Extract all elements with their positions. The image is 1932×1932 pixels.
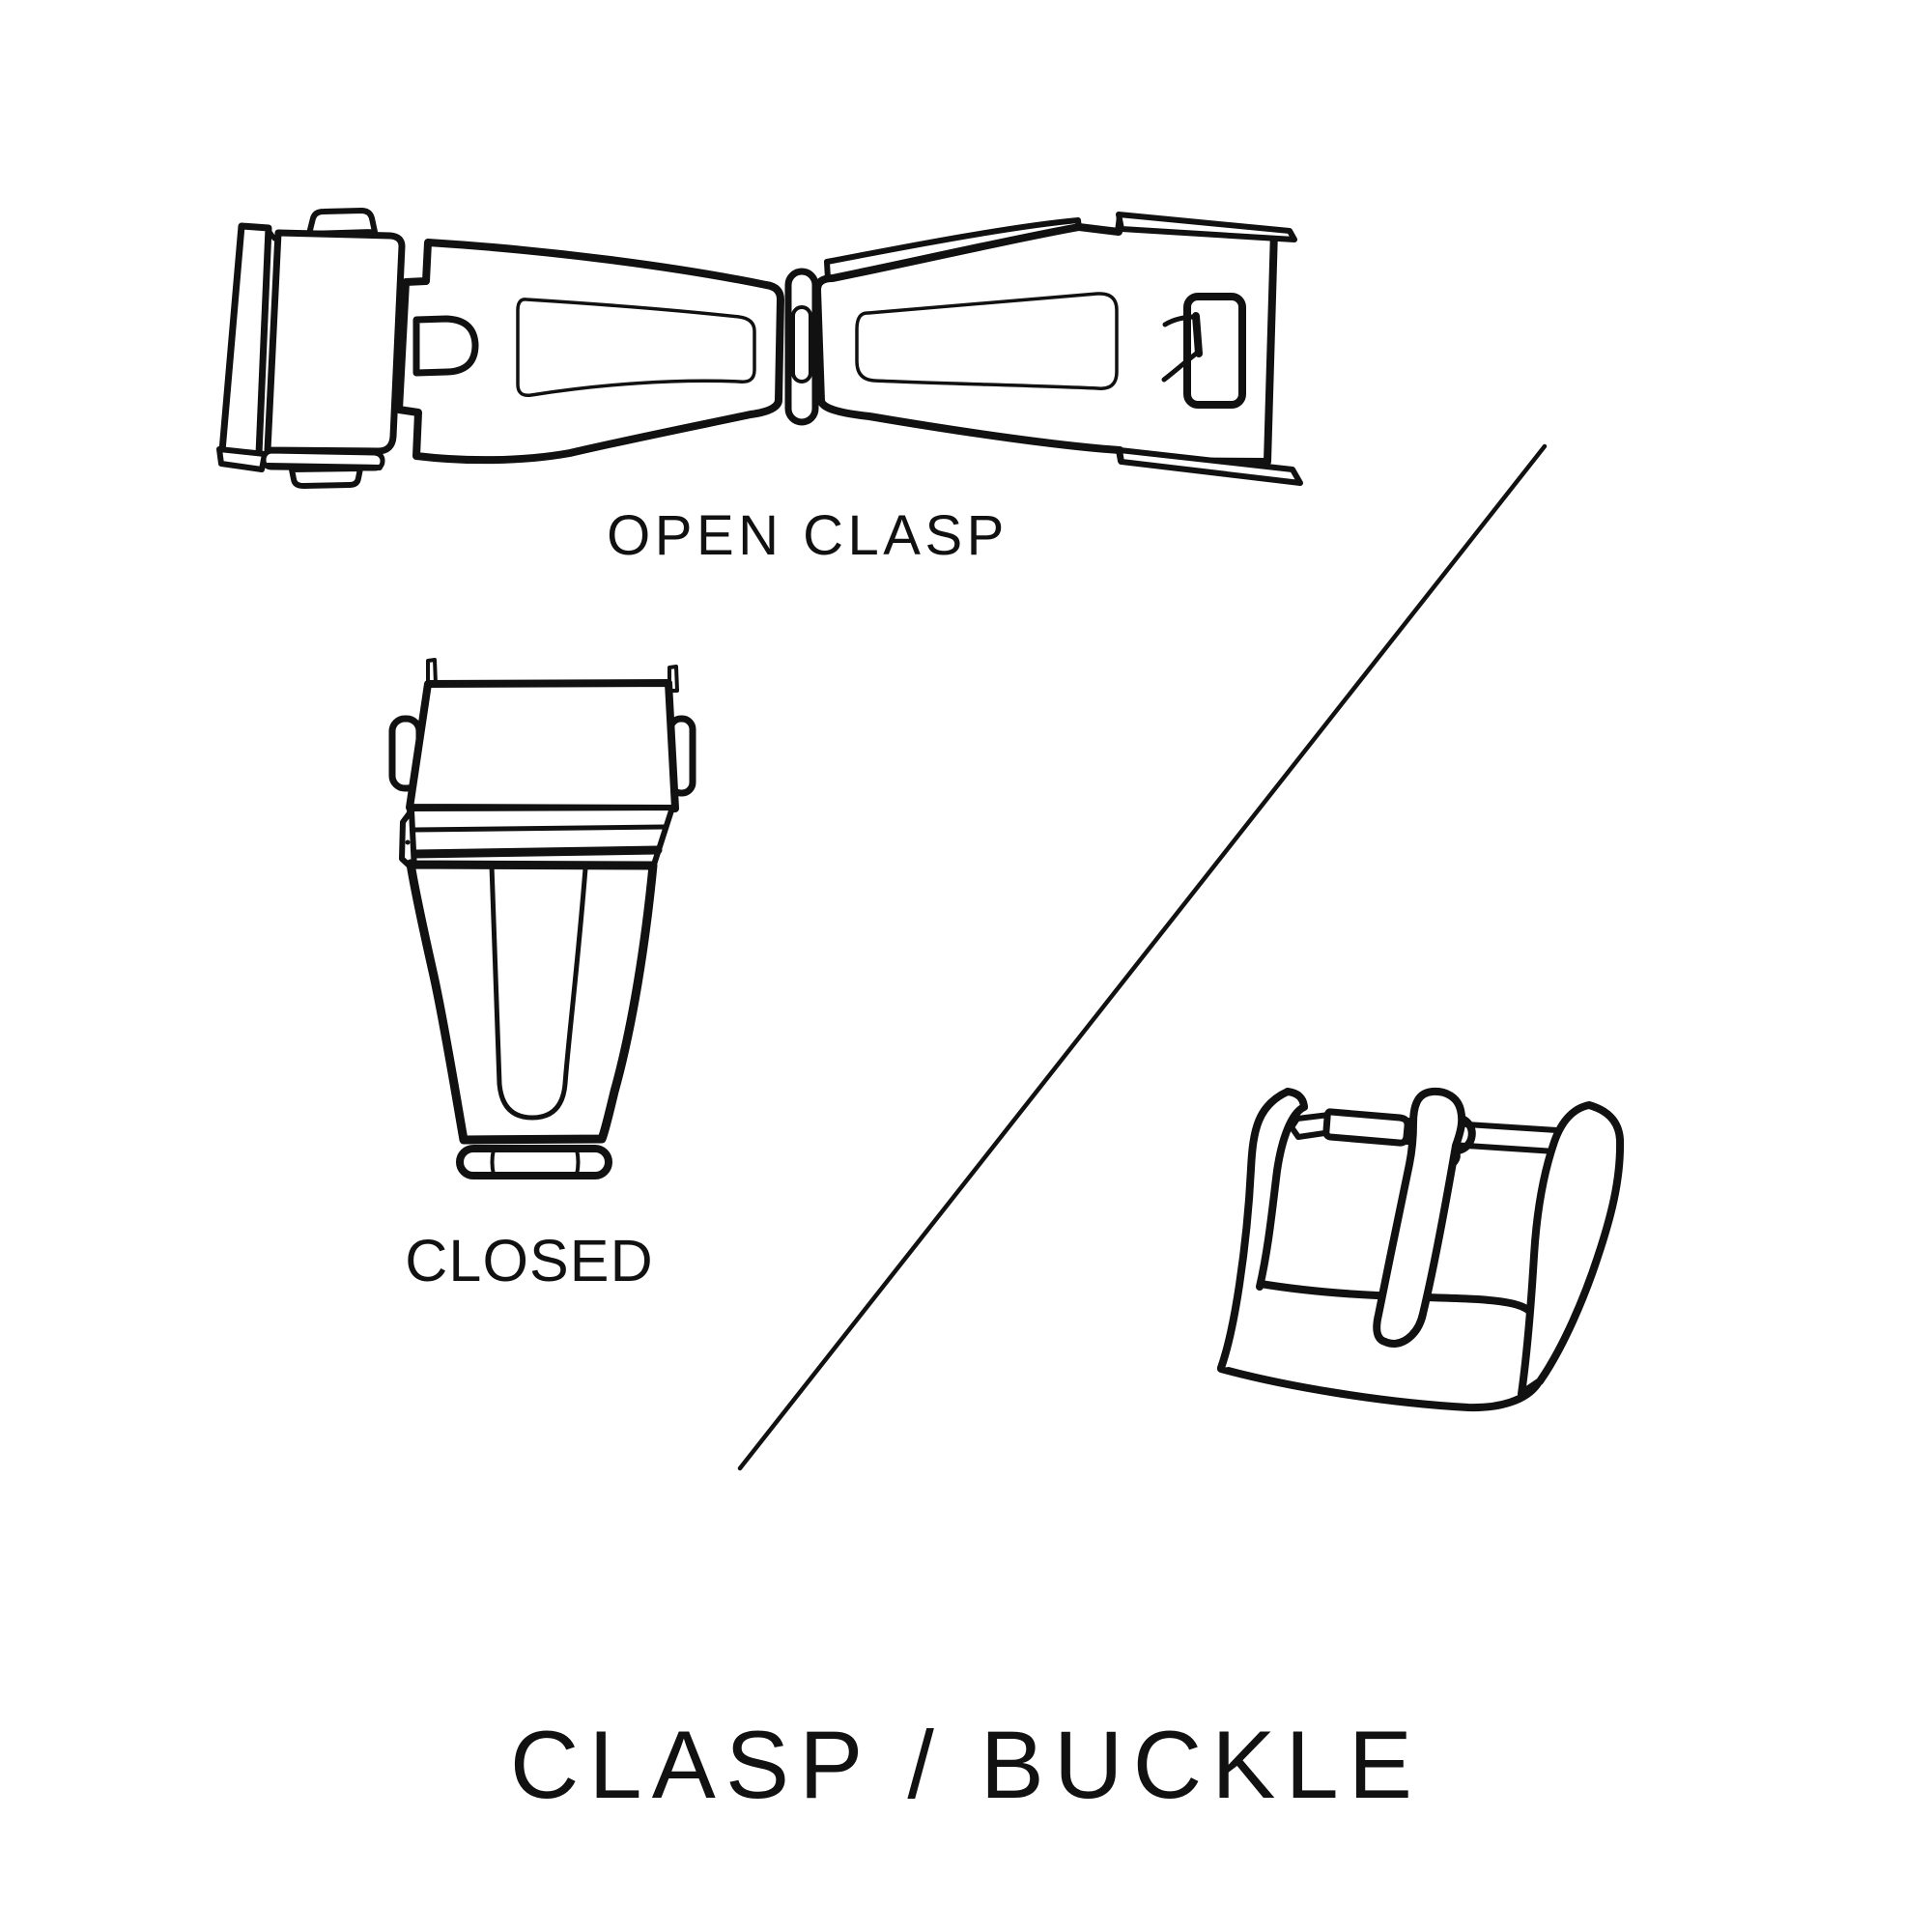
svg-text:CLASP / BUCKLE: CLASP / BUCKLE	[510, 1711, 1422, 1818]
svg-text:OPEN CLASP: OPEN CLASP	[607, 504, 1009, 567]
svg-text:CLOSED: CLOSED	[405, 1228, 653, 1293]
